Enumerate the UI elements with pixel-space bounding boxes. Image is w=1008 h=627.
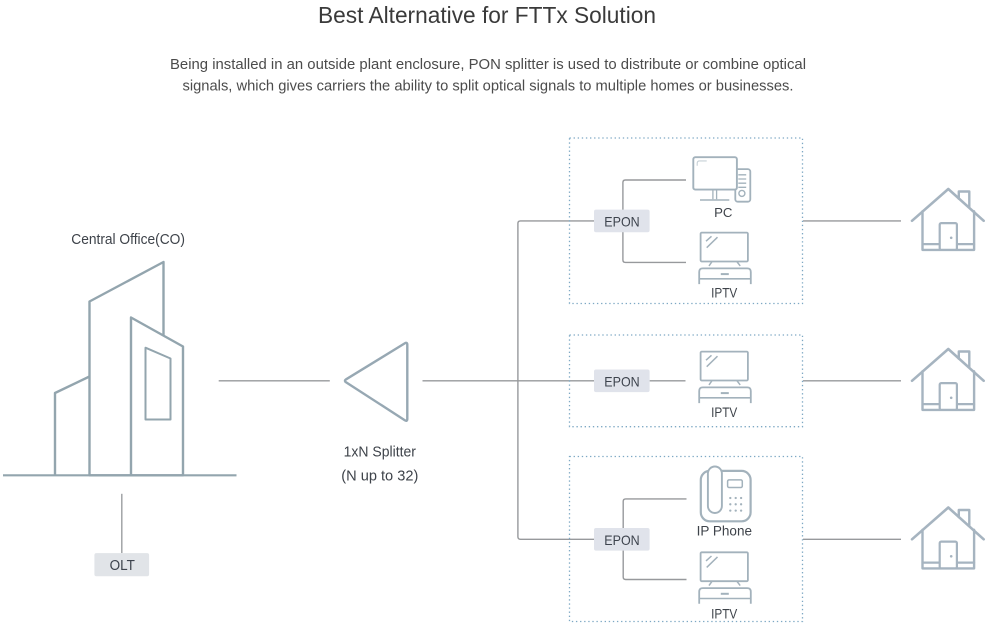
svg-text:Best Alternative for FTTx Solu: Best Alternative for FTTx Solution bbox=[318, 2, 656, 28]
svg-text:IPTV: IPTV bbox=[711, 404, 738, 420]
svg-text:IPTV: IPTV bbox=[711, 605, 738, 621]
svg-text:PC: PC bbox=[714, 205, 733, 220]
svg-text:EPON: EPON bbox=[604, 373, 639, 389]
svg-text:signals, which gives carriers: signals, which gives carriers the abilit… bbox=[183, 78, 794, 95]
svg-text:EPON: EPON bbox=[604, 213, 639, 229]
svg-text:Being installed in an outside: Being installed in an outside plant encl… bbox=[170, 56, 806, 73]
svg-text:IP Phone: IP Phone bbox=[697, 523, 753, 539]
svg-text:(N up to 32): (N up to 32) bbox=[341, 468, 418, 485]
svg-text:EPON: EPON bbox=[604, 532, 639, 548]
svg-text:Central Office(CO): Central Office(CO) bbox=[71, 232, 185, 248]
svg-text:1xN Splitter: 1xN Splitter bbox=[344, 444, 416, 461]
svg-text:OLT: OLT bbox=[110, 557, 135, 574]
svg-text:IPTV: IPTV bbox=[711, 285, 738, 301]
